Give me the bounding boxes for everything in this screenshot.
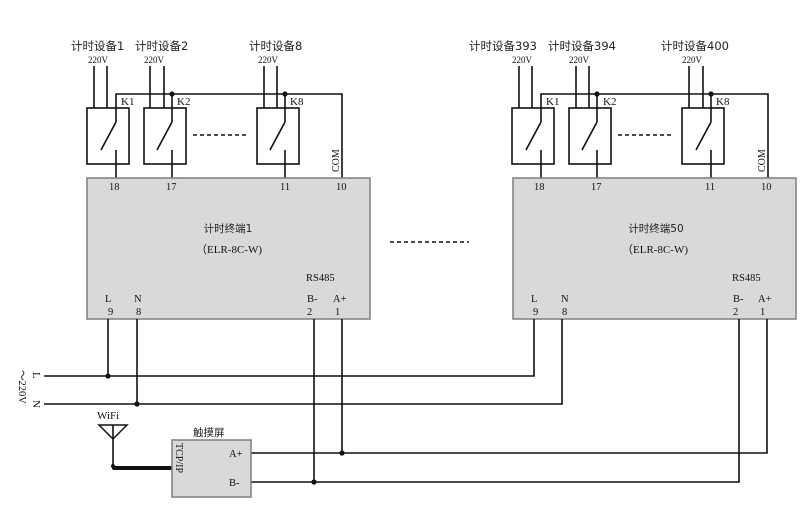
pin-number: 10 <box>336 182 347 193</box>
junction-dot <box>594 91 600 97</box>
pin-number: 1 <box>760 307 765 318</box>
wifi-label: WiFi <box>97 410 119 422</box>
switch-contact-icon <box>695 108 712 178</box>
tcpip-label: TCP/IP <box>173 443 184 473</box>
group-terminal-1: 计时设备1 计时设备2 计时设备8 220V 220V 220V <box>71 39 371 320</box>
b-minus-wire <box>251 319 740 483</box>
voltage-label: 220V <box>88 55 109 65</box>
tcpip-link <box>111 464 174 470</box>
relay-label: K1 <box>546 96 559 108</box>
pin-number: 18 <box>534 182 545 193</box>
terminal-box <box>512 177 797 320</box>
relay-label: K8 <box>716 96 730 108</box>
rs485-bus <box>251 319 768 485</box>
switch-contact-icon <box>269 108 286 178</box>
terminal-box <box>86 177 371 320</box>
switch-contact-icon <box>525 108 542 178</box>
com-label: COM <box>757 149 768 172</box>
line-wire <box>44 319 535 377</box>
relay-box <box>256 107 300 165</box>
pin-number: 9 <box>108 307 113 318</box>
touchscreen-label: 触摸屏 <box>193 426 225 439</box>
pin-label: A+ <box>758 294 772 305</box>
pin-label: A+ <box>333 294 347 305</box>
wifi-antenna: WiFi <box>97 410 174 470</box>
relay-label: K2 <box>177 96 190 108</box>
pin-label: B- <box>733 294 744 305</box>
antenna-icon <box>97 424 129 467</box>
device-label: 计时设备1 <box>71 39 124 53</box>
rs485-label: RS485 <box>306 273 335 284</box>
pin-number: 8 <box>136 307 141 318</box>
touchscreen: 触摸屏 TCP/IP A+ B- <box>171 426 252 498</box>
terminal-name: 计时终端1 <box>204 222 253 235</box>
line-label: L <box>30 372 42 379</box>
pin-number: 8 <box>562 307 567 318</box>
relay-label: K8 <box>290 96 304 108</box>
voltage-label: 220V <box>682 55 703 65</box>
pin-number: 18 <box>109 182 120 193</box>
device-label: 计时设备8 <box>249 39 302 53</box>
a-plus-label: A+ <box>229 449 243 460</box>
terminal-name: 计时终端50 <box>628 222 683 235</box>
pin-number: 9 <box>533 307 538 318</box>
voltage-label: 220V <box>512 55 533 65</box>
switch-contact-icon <box>100 108 117 178</box>
relay-label: K1 <box>121 96 134 108</box>
pin-number: 17 <box>591 182 602 193</box>
junction-dot <box>311 479 317 485</box>
pin-label: L <box>531 294 537 305</box>
junction-dot <box>134 401 140 407</box>
relay-label: K2 <box>603 96 616 108</box>
pin-number: 11 <box>705 182 715 193</box>
pin-number: 17 <box>166 182 177 193</box>
junction-dot <box>708 91 714 97</box>
pin-label: N <box>561 294 569 305</box>
touchscreen-box <box>171 439 252 498</box>
pin-number: 2 <box>733 307 738 318</box>
terminal-model: （ELR-8C-W) <box>622 243 688 256</box>
power-bus: L N ～220V <box>16 319 563 408</box>
neutral-wire <box>44 319 563 405</box>
voltage-label: 220V <box>258 55 279 65</box>
device-label: 计时设备393 <box>469 39 537 53</box>
b-minus-label: B- <box>229 478 240 489</box>
device-label: 计时设备2 <box>135 39 188 53</box>
group-terminal-50: 计时设备393 计时设备394 计时设备400 220V 220V 220V <box>469 39 797 320</box>
device-label: 计时设备400 <box>661 39 729 53</box>
voltage-label: ～220V <box>16 370 27 404</box>
switch-contact-icon <box>156 108 173 178</box>
junction-dot <box>282 91 288 97</box>
pin-number: 2 <box>307 307 312 318</box>
terminal-model: （ELR-8C-W) <box>196 243 262 256</box>
switch-contact-icon <box>581 108 598 178</box>
neutral-label: N <box>30 400 42 408</box>
relay-box <box>86 107 130 165</box>
pin-number: 10 <box>761 182 772 193</box>
a-plus-wire <box>251 319 768 454</box>
pin-number: 1 <box>335 307 340 318</box>
voltage-label: 220V <box>569 55 590 65</box>
junction-dot <box>339 450 345 456</box>
pin-label: L <box>105 294 111 305</box>
device-label: 计时设备394 <box>548 39 616 53</box>
pin-number: 11 <box>280 182 290 193</box>
com-label: COM <box>331 149 342 172</box>
pin-label: N <box>134 294 142 305</box>
junction-dot <box>105 373 111 379</box>
voltage-label: 220V <box>144 55 165 65</box>
pin-label: B- <box>307 294 318 305</box>
rs485-label: RS485 <box>732 273 761 284</box>
junction-dot <box>169 91 175 97</box>
